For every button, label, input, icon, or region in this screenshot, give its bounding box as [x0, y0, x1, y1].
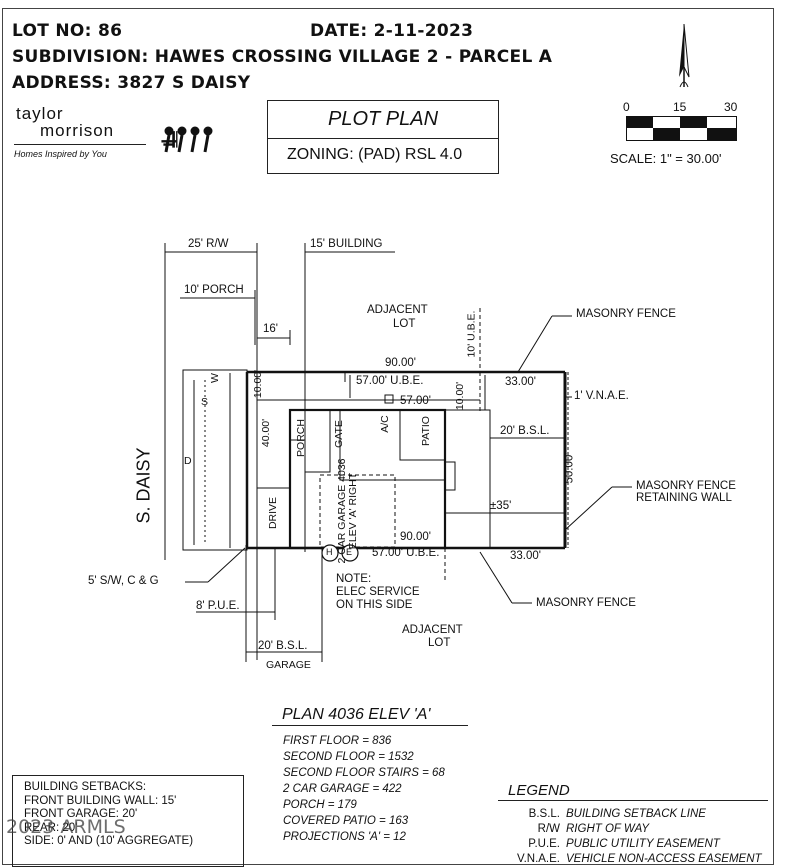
- dim-40: 40.00': [260, 418, 273, 448]
- watermark: 2023 ARMLS: [6, 816, 126, 838]
- plan-summary-row: PORCH = 179: [283, 799, 357, 811]
- adjacent-lot-top-1: ADJACENT: [367, 304, 428, 316]
- brand-people-icon: [164, 126, 213, 153]
- title-block: [267, 100, 499, 174]
- dim-ube-10-vertical: 10' U.B.E.: [465, 310, 478, 358]
- masonry-fence-top: MASONRY FENCE: [576, 308, 676, 320]
- legend-title: LEGEND: [508, 782, 570, 799]
- gate-label: GATE: [332, 420, 345, 448]
- subdivision: SUBDIVISION: HAWES CROSSING VILLAGE 2 - …: [12, 47, 553, 67]
- plan-summary-row: PROJECTIONS 'A' = 12: [283, 831, 406, 843]
- setbacks-title: BUILDING SETBACKS:: [24, 781, 147, 793]
- setbacks-list: BUILDING SETBACKS: FRONT BUILDING WALL: …: [24, 781, 193, 849]
- north-arrow-icon: [679, 23, 690, 88]
- dim-16: 16': [263, 323, 278, 335]
- bsl-20-right: 20' B.S.L.: [500, 425, 550, 437]
- legend-row: B.S.L. BUILDING SETBACK LINE: [498, 807, 762, 822]
- legend-abbr: B.S.L.: [528, 808, 560, 820]
- dim-ube-57-top: 57.00' U.B.E.: [356, 375, 424, 387]
- adjacent-lot-bottom-2: LOT: [428, 637, 451, 649]
- brand-underline: [14, 144, 146, 145]
- brand-name-line1: taylor: [16, 104, 64, 123]
- address: ADDRESS: 3827 S DAISY: [12, 73, 251, 93]
- drive-label: DRIVE: [267, 496, 280, 530]
- zoning-label: ZONING: (PAD) RSL 4.0: [287, 146, 463, 163]
- note-line-3: ON THIS SIDE: [336, 599, 413, 611]
- plan-summary-underline: [272, 725, 468, 726]
- masonry-fence-retaining-2: RETAINING WALL: [636, 492, 732, 504]
- dim-ube-57-bottom: 57.00' U.B.E.: [372, 547, 440, 559]
- legend-desc: BUILDING SETBACK LINE: [566, 808, 706, 820]
- scale-tick-0: 0: [623, 100, 630, 114]
- bsl-20-garage: 20' B.S.L.: [258, 640, 308, 652]
- h-marker: H: [326, 547, 333, 557]
- legend-desc: PUBLIC UTILITY EASEMENT: [566, 838, 720, 850]
- e-marker: E: [346, 547, 353, 557]
- legend-abbr: P.U.E.: [528, 838, 560, 850]
- setback-row: REAR: 20': [24, 821, 78, 834]
- dim-50: 50.00': [563, 452, 576, 484]
- dim-33-bottom: 33.00': [510, 550, 541, 562]
- dim-90-bottom: 90.00': [400, 531, 431, 543]
- garage-dim-label: GARAGE: [266, 659, 311, 671]
- dim-10-b: 10.00': [454, 381, 467, 411]
- dim-rw-25: 25' R/W: [188, 238, 229, 250]
- patio-label: PATIO: [419, 416, 432, 446]
- ac-label: A/C: [378, 415, 391, 433]
- setback-row: FRONT BUILDING WALL: 15': [24, 794, 177, 807]
- dim-building-15: 15' BUILDING: [310, 238, 383, 250]
- lot-number: LOT NO: 86: [12, 21, 123, 41]
- legend-abbr: R/W: [537, 823, 560, 835]
- sidewalk-s-mark: S: [201, 396, 209, 408]
- plan-summary-row: 2 CAR GARAGE = 422: [283, 783, 402, 795]
- plan-summary-list: FIRST FLOOR = 836 SECOND FLOOR = 1532 SE…: [283, 733, 445, 845]
- plan-date: DATE: 2-11-2023: [310, 21, 474, 41]
- legend-row: V.N.A.E. VEHICLE NON-ACCESS EASEMENT: [498, 852, 762, 867]
- brand-name-line2: morrison: [40, 121, 115, 140]
- legend-row: R/W RIGHT OF WAY: [498, 822, 762, 837]
- dim-10-a: 10.00': [252, 369, 265, 399]
- dim-33-top: 33.00': [505, 376, 536, 388]
- street-name: S. DAISY: [133, 447, 154, 524]
- legend-list: B.S.L. BUILDING SETBACK LINE R/W RIGHT OF …: [498, 807, 762, 867]
- plan-summary-row: SECOND FLOOR = 1532: [283, 751, 414, 763]
- plan-summary-row: COVERED PATIO = 163: [283, 815, 409, 827]
- dim-35: ±35': [490, 500, 512, 512]
- setback-row: FRONT GARAGE: 20': [24, 808, 138, 820]
- dim-porch-10: 10' PORCH: [184, 284, 244, 296]
- adjacent-lot-top-2: LOT: [393, 318, 416, 330]
- legend-desc: VEHICLE NON-ACCESS EASEMENT: [566, 853, 762, 865]
- note-line-2: ELEC SERVICE: [336, 586, 420, 598]
- note-label: NOTE:: [336, 573, 372, 585]
- masonry-fence-bottom: MASONRY FENCE: [536, 597, 636, 609]
- brand-logo: taylor morrison ᚚ𝄃 Homes Inspired by You: [14, 104, 214, 164]
- legend-abbr: V.N.A.E.: [516, 853, 560, 865]
- adjacent-lot-bottom-1: ADJACENT: [402, 624, 463, 636]
- plan-summary-row: FIRST FLOOR = 836: [283, 735, 392, 747]
- masonry-fence-retaining-1: MASONRY FENCE: [636, 480, 736, 492]
- dim-90-top: 90.00': [385, 357, 416, 369]
- legend-underline: [498, 800, 768, 801]
- scale-label: SCALE: 1" = 30.00': [610, 151, 722, 166]
- sidewalk-label: 5' S/W, C & G: [88, 575, 159, 587]
- dim-57-mid: 57.00': [400, 395, 431, 407]
- brand-tagline: Homes Inspired by You: [14, 149, 107, 159]
- pue-8: 8' P.U.E.: [196, 600, 240, 612]
- plan-summary-row: SECOND FLOOR STAIRS = 68: [283, 767, 445, 779]
- sheet-border: [2, 8, 774, 865]
- vnae-1: 1' V.N.A.E.: [574, 390, 629, 402]
- legend-row: P.U.E. PUBLIC UTILITY EASEMENT: [498, 837, 762, 852]
- plan-summary-title: PLAN 4036 ELEV 'A': [282, 706, 431, 723]
- sidewalk-w-mark: W: [208, 373, 221, 383]
- setback-row: SIDE: 0' AND (10' AGGREGATE): [24, 835, 194, 847]
- porch-label: PORCH: [294, 419, 307, 457]
- title-block-divider: [267, 138, 499, 139]
- plot-plan-title: PLOT PLAN: [328, 108, 439, 130]
- legend-desc: RIGHT OF WAY: [566, 823, 650, 835]
- scale-tick-15: 15: [673, 100, 687, 114]
- centerline-mark: D: [184, 455, 192, 467]
- scale-bar: [626, 116, 737, 141]
- scale-tick-30: 30: [724, 100, 738, 114]
